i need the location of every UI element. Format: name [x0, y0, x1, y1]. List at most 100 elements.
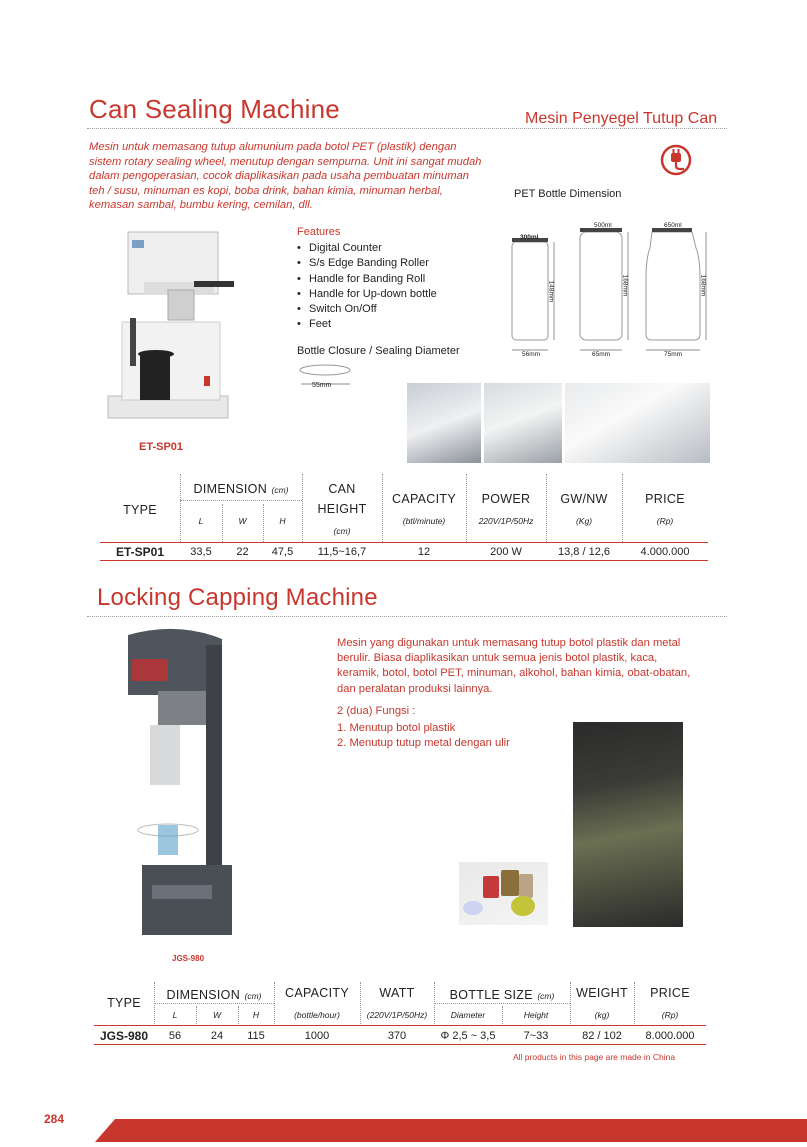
divider — [154, 1003, 274, 1004]
row-h: 47,5 — [271, 546, 294, 558]
col-dimension: DIMENSION — [166, 988, 241, 1002]
divider — [634, 982, 635, 1026]
divider — [546, 474, 547, 542]
feature-item: Handle for Banding Roll — [297, 272, 437, 287]
row-l: 33,5 — [190, 546, 212, 558]
page-number: 284 — [44, 1112, 65, 1126]
row-gw: 13,8 / 12,6 — [558, 546, 610, 558]
bottle3-height: 168mm — [699, 274, 707, 297]
col-watt: WATT — [379, 986, 415, 1000]
col-type: TYPE — [123, 503, 157, 517]
section1-model-label: ET-SP01 — [139, 441, 184, 453]
col-gwnw: GW/NW — [560, 492, 608, 506]
bs-unit: (cm) — [537, 991, 555, 1001]
divider — [180, 500, 302, 501]
col-h: H — [279, 516, 286, 526]
divider — [466, 474, 467, 542]
divider — [100, 542, 708, 543]
bottle1-height: 148mm — [547, 280, 555, 303]
bottle3-width: 75mm — [664, 351, 683, 358]
row-bottle-height: 7~33 — [523, 1030, 549, 1042]
section2-description: Mesin yang digunakan untuk memasang tutu… — [337, 637, 691, 695]
divider — [180, 474, 181, 542]
usage-photo-1 — [407, 383, 481, 463]
col-bottle-height: Height — [523, 1010, 549, 1020]
divider — [622, 474, 623, 542]
divider — [434, 1003, 570, 1004]
divider — [502, 1006, 503, 1026]
divider — [154, 982, 155, 1026]
usage-photo-3 — [565, 383, 710, 463]
col-power: POWER — [481, 492, 531, 506]
divider — [87, 128, 727, 129]
divider — [434, 982, 435, 1026]
col-w: W — [238, 516, 247, 526]
bottle1-cap: 300ml — [520, 234, 539, 241]
row-type: ET-SP01 — [115, 545, 165, 559]
col-w: W — [212, 1010, 222, 1020]
capping-closeup-photo — [573, 722, 683, 927]
spec-table-2: TYPE DIMENSION (cm) L W H CAPACITY (bott… — [94, 980, 706, 1050]
row-cap: 1000 — [304, 1030, 330, 1042]
fungsi-item: 1. Menutup botol plastik — [337, 722, 456, 734]
gw-unit: (Kg) — [575, 516, 593, 526]
row-cap: 12 — [417, 546, 431, 558]
divider — [100, 560, 708, 561]
closure-value: 55mm — [312, 382, 332, 389]
cap-unit: (bottle/hour) — [294, 1010, 340, 1020]
section1-description: Mesin untuk memasang tutup alumunium pad… — [89, 141, 482, 212]
bottle3-cap: 650ml — [664, 222, 682, 229]
section2-title: Locking Capping Machine — [97, 584, 378, 611]
closure-title: Bottle Closure / Sealing Diameter — [297, 345, 460, 357]
plug-icon — [660, 144, 692, 176]
col-height: HEIGHT — [317, 502, 367, 516]
cap-unit: (btl/minute) — [402, 516, 446, 526]
pet-title: PET Bottle Dimension — [514, 188, 622, 200]
bottle-dimension-diagram: 300ml 500ml 650ml 148mm 168mm 168mm 56mm… — [500, 218, 725, 363]
feature-item: Switch On/Off — [297, 302, 437, 317]
weight-unit: (kg) — [594, 1010, 610, 1020]
divider — [263, 504, 264, 542]
row-l: 56 — [168, 1030, 182, 1042]
features-title: Features — [297, 226, 341, 238]
features-list: Digital Counter S/s Edge Banding Roller … — [297, 241, 437, 333]
row-watt: 370 — [387, 1030, 407, 1042]
col-weight: WEIGHT — [576, 986, 628, 1000]
divider — [238, 1006, 239, 1026]
col-dimension: DIMENSION — [193, 482, 268, 496]
col-l: L — [172, 1010, 178, 1020]
col-bottle-size: BOTTLE SIZE — [449, 988, 533, 1002]
divider — [274, 982, 275, 1026]
feature-item: Handle for Up-down bottle — [297, 287, 437, 302]
divider — [94, 1025, 706, 1026]
col-diameter: Diameter — [450, 1010, 486, 1020]
bottle2-cap: 500ml — [594, 222, 612, 229]
col-can: CAN — [328, 482, 356, 496]
row-weight: 82 / 102 — [582, 1030, 622, 1042]
caps-photo — [459, 862, 548, 925]
price-unit: (Rp) — [661, 1010, 679, 1020]
locking-capping-machine-image — [118, 625, 246, 945]
col-l: L — [198, 516, 204, 526]
divider — [94, 1044, 706, 1045]
can-sealing-machine-image — [104, 226, 239, 426]
usage-photo-2 — [484, 383, 562, 463]
bottle2-height: 168mm — [621, 274, 629, 297]
divider — [196, 1006, 197, 1026]
row-pow: 200 W — [490, 546, 522, 558]
divider — [570, 982, 571, 1026]
feature-item: Feet — [297, 317, 437, 332]
row-price: 4.000.000 — [640, 546, 690, 558]
divider — [302, 474, 303, 542]
divider — [382, 474, 383, 542]
dim-unit: (cm) — [244, 991, 262, 1001]
fungsi-item: 2. Menutup tutup metal dengan ulir — [337, 737, 510, 750]
footer-bar — [0, 1111, 807, 1142]
col-type: TYPE — [107, 996, 141, 1010]
feature-item: S/s Edge Banding Roller — [297, 256, 437, 271]
can-unit: (cm) — [333, 526, 351, 536]
closure-diagram: 55mm — [298, 362, 358, 392]
bottle2-width: 65mm — [592, 351, 611, 358]
dim-unit: (cm) — [271, 485, 289, 495]
fungsi-list: 1. Menutup botol plastik 2. Menutup tutu… — [337, 721, 510, 751]
